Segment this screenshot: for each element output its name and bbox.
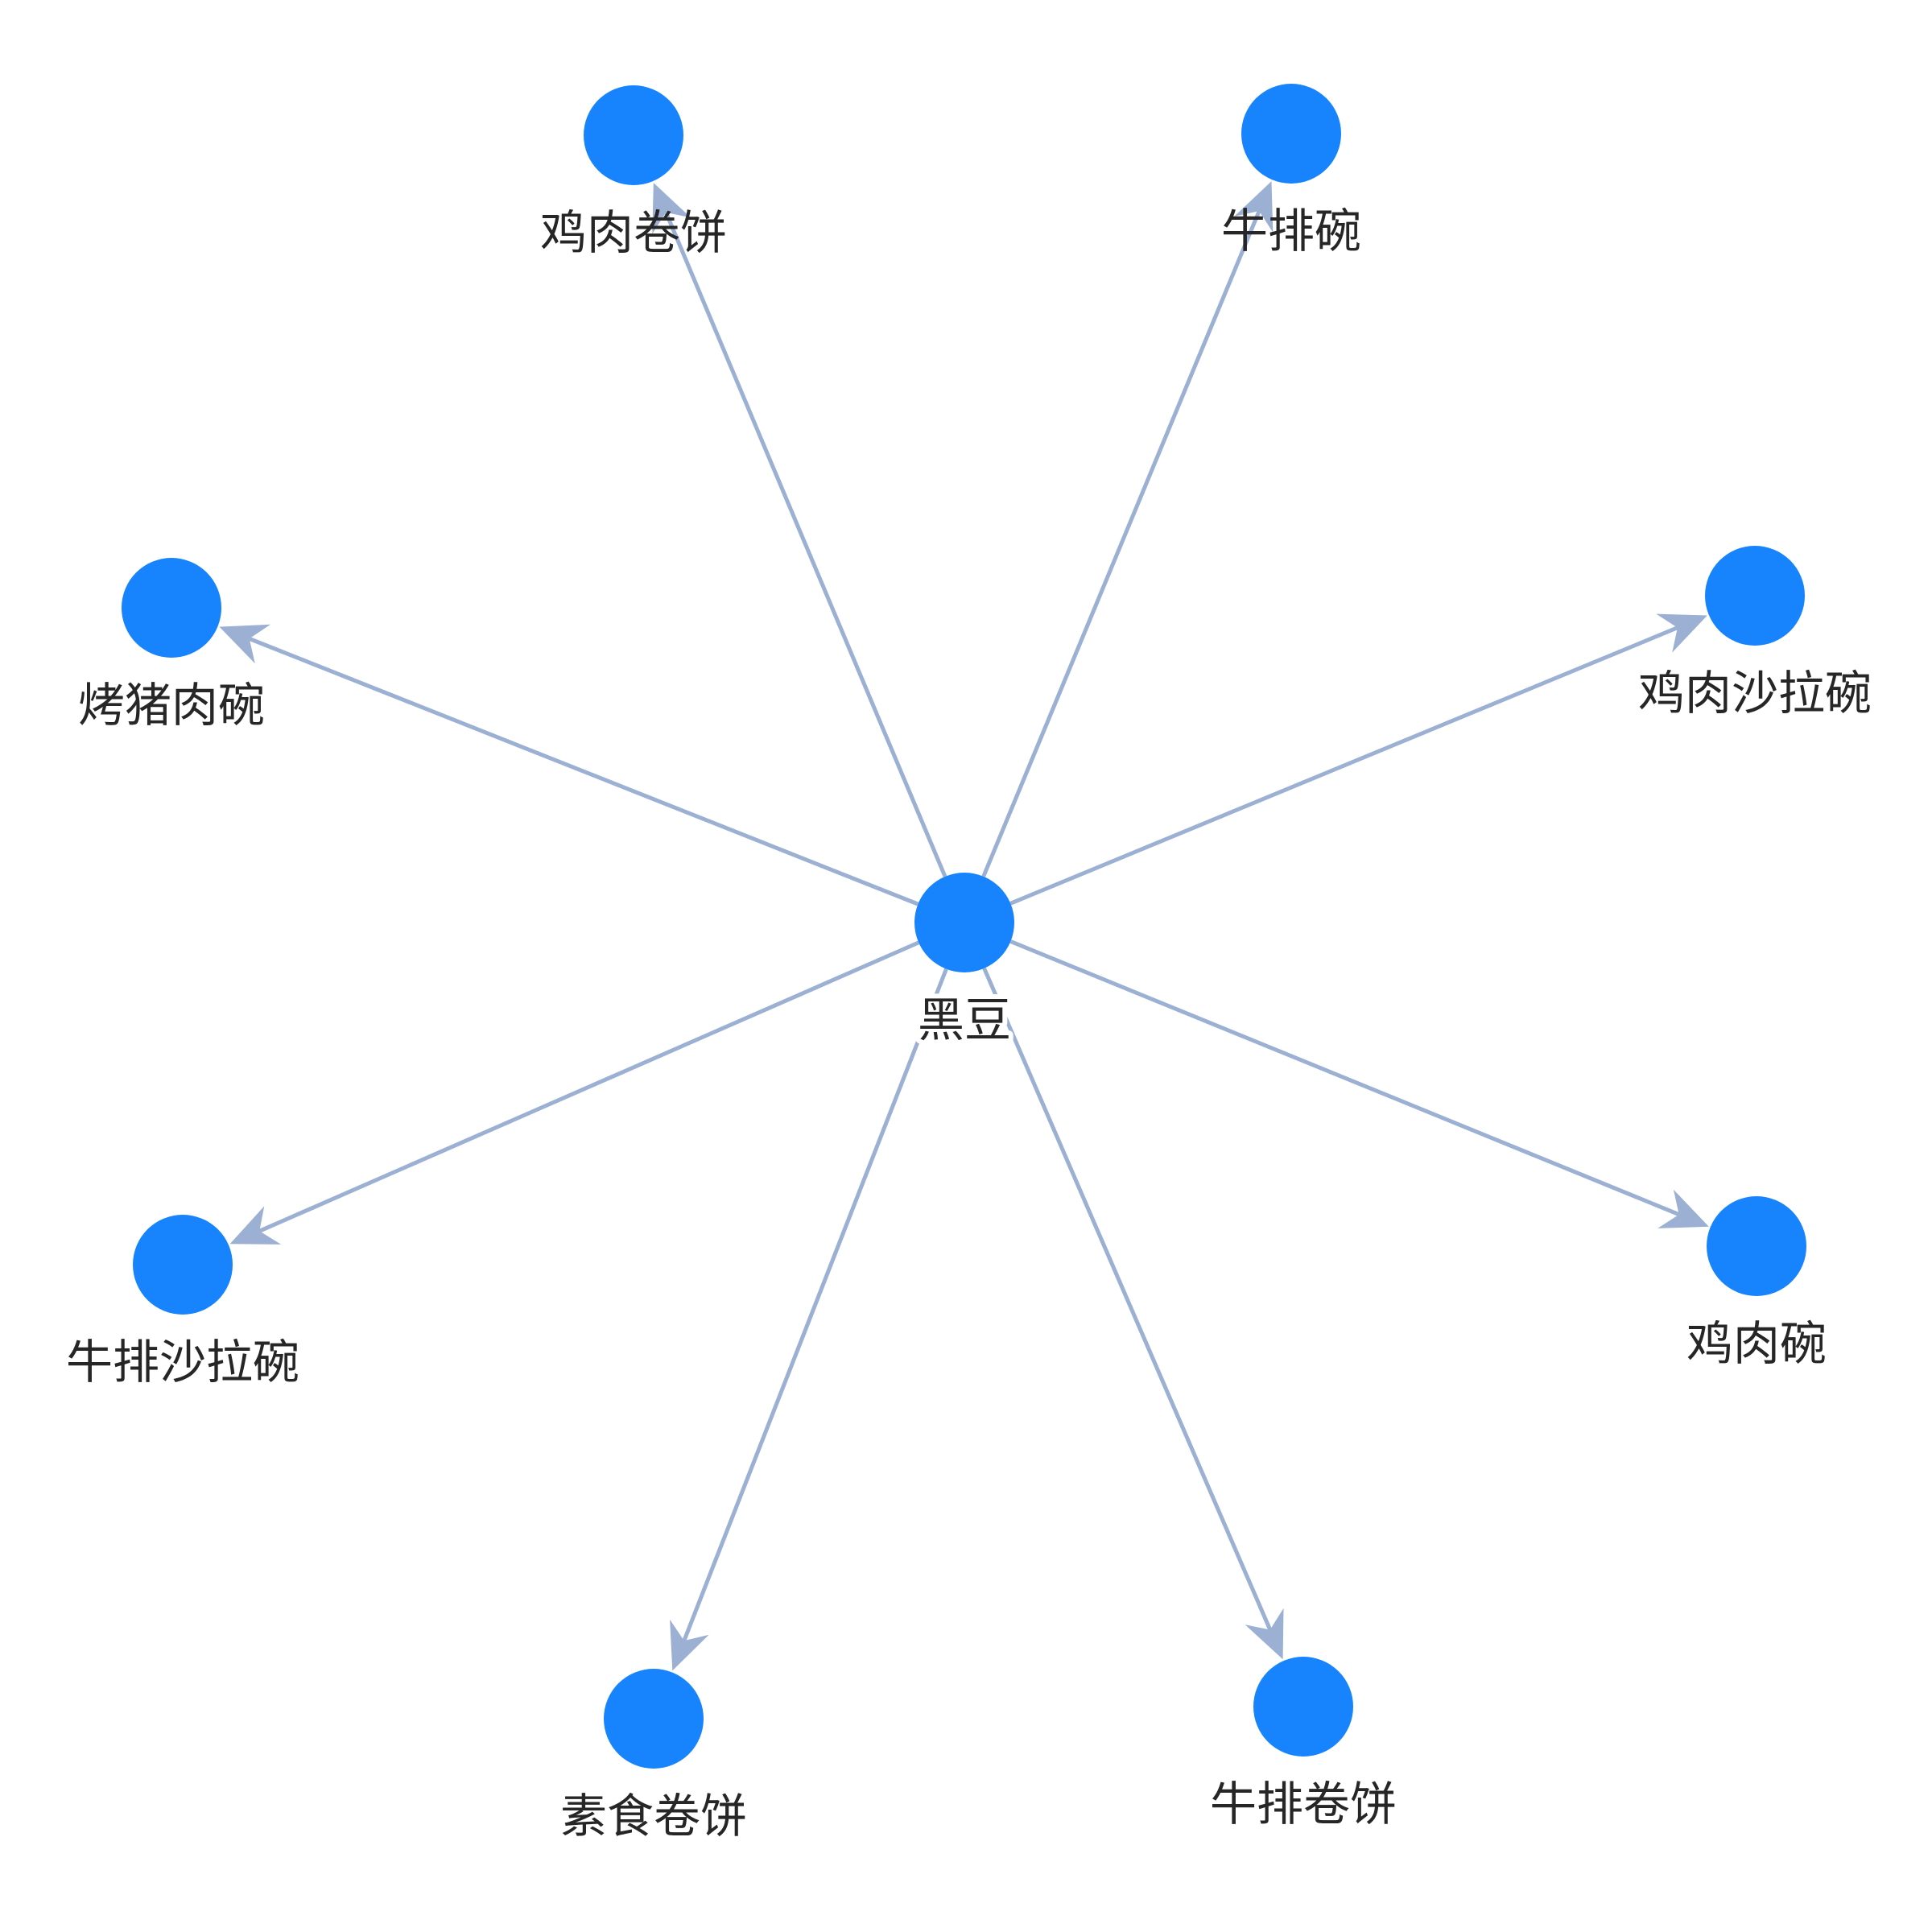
arrowhead xyxy=(1657,1189,1709,1228)
edge-n4 xyxy=(1009,613,1707,906)
node-label: 素食卷饼 xyxy=(560,1789,747,1843)
edge-n2 xyxy=(981,181,1274,877)
node-label: 牛排卷饼 xyxy=(1210,1777,1397,1831)
node-n2[interactable]: 牛排碗 xyxy=(1221,84,1361,258)
node-label: 鸡肉卷饼 xyxy=(540,205,727,260)
edge-line xyxy=(682,968,948,1642)
node-circle[interactable] xyxy=(1707,1196,1806,1296)
node-label: 鸡肉碗 xyxy=(1686,1316,1827,1371)
node-n7[interactable]: 素食卷饼 xyxy=(560,1669,747,1843)
edges-layer xyxy=(219,181,1709,1671)
arrowhead xyxy=(670,1619,709,1671)
node-circle[interactable] xyxy=(133,1215,233,1315)
node-label: 牛排碗 xyxy=(1221,204,1361,258)
edge-line xyxy=(982,967,1273,1631)
arrowhead xyxy=(229,1206,282,1245)
node-n4[interactable]: 鸡肉沙拉碗 xyxy=(1638,546,1872,720)
arrowhead xyxy=(1245,1608,1284,1660)
node-circle[interactable] xyxy=(1705,546,1805,646)
edge-line xyxy=(1009,939,1680,1216)
edge-line xyxy=(981,210,1261,877)
node-label: 牛排沙拉碗 xyxy=(66,1335,299,1389)
node-label: 黑豆 xyxy=(918,993,1011,1047)
node-n5[interactable]: 牛排沙拉碗 xyxy=(66,1215,299,1389)
arrowhead xyxy=(652,183,691,234)
node-circle[interactable] xyxy=(1241,84,1341,184)
node-n6[interactable]: 鸡肉碗 xyxy=(1686,1196,1827,1371)
node-n3[interactable]: 烤猪肉碗 xyxy=(78,558,265,733)
center-node[interactable]: 黑豆 xyxy=(913,873,1016,1052)
edge-line xyxy=(248,637,919,906)
arrowhead xyxy=(1234,181,1274,233)
node-circle[interactable] xyxy=(122,558,221,658)
edge-n1 xyxy=(652,183,947,877)
node-label: 鸡肉沙拉碗 xyxy=(1638,666,1872,720)
node-circle[interactable] xyxy=(584,85,683,185)
edge-n8 xyxy=(982,967,1284,1660)
node-label: 烤猪肉碗 xyxy=(78,678,265,733)
edge-line xyxy=(663,211,947,877)
node-circle[interactable] xyxy=(914,873,1014,972)
edge-n7 xyxy=(670,968,948,1671)
edge-line xyxy=(258,940,920,1233)
edge-n3 xyxy=(219,624,919,906)
arrowhead xyxy=(1656,613,1707,653)
node-n1[interactable]: 鸡肉卷饼 xyxy=(540,85,727,260)
node-n8[interactable]: 牛排卷饼 xyxy=(1210,1657,1397,1831)
node-circle[interactable] xyxy=(604,1669,704,1769)
edge-line xyxy=(1009,625,1678,906)
arrowhead xyxy=(219,624,270,664)
edge-n5 xyxy=(229,940,920,1245)
edge-n6 xyxy=(1009,939,1709,1228)
node-circle[interactable] xyxy=(1253,1657,1353,1757)
